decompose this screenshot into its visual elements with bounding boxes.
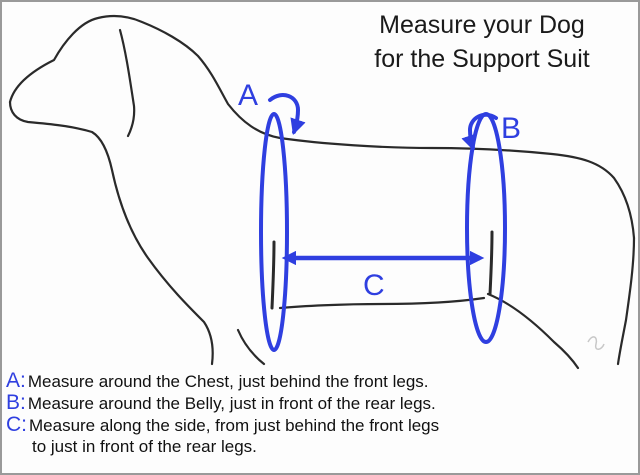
legend-text-c-continued: to just in front of the rear legs. <box>32 437 257 456</box>
dog-outline <box>8 14 636 370</box>
ring-b-arrow <box>461 112 498 152</box>
legend-item-b: B: Measure around the Belly, just in fro… <box>6 392 626 414</box>
dog-belly-mark <box>488 230 494 296</box>
dog-front-leg <box>236 328 266 366</box>
dog-rear-leg <box>486 292 580 370</box>
legend-item-a: A: Measure around the Chest, just behind… <box>6 370 626 392</box>
dog-ear-line <box>118 28 136 138</box>
dog-neck-front <box>8 100 214 366</box>
legend-key-b: B: <box>6 391 26 414</box>
legend-text-c: Measure along the side, from just behind… <box>29 416 440 435</box>
measurement-legend: A: Measure around the Chest, just behind… <box>6 370 626 457</box>
legend-key-c: C: <box>6 413 27 436</box>
legend-key-a: A: <box>6 369 26 392</box>
ring-b <box>461 112 507 344</box>
legend-text-b: Measure around the Belly, just in front … <box>27 394 436 413</box>
span-c-label: C <box>363 269 385 302</box>
ring-a-loop <box>259 112 289 352</box>
page-title-line-2: for the Support Suit <box>374 45 590 73</box>
ring-a-label: A <box>238 79 259 112</box>
legend-text-a: Measure around the Chest, just behind th… <box>27 372 429 391</box>
ring-b-label: B <box>501 112 522 145</box>
dog-belly-line <box>278 296 486 310</box>
ring-a-arrow <box>268 93 306 136</box>
dog-back-line <box>8 14 636 240</box>
dog-chest-mark <box>270 240 276 310</box>
dog-haunch-line <box>616 236 636 366</box>
legend-item-c: C: Measure along the side, from just beh… <box>6 414 626 436</box>
artist-mark <box>587 336 605 350</box>
page-title-line-1: Measure your Dog <box>379 11 585 39</box>
ring-a <box>259 93 306 352</box>
